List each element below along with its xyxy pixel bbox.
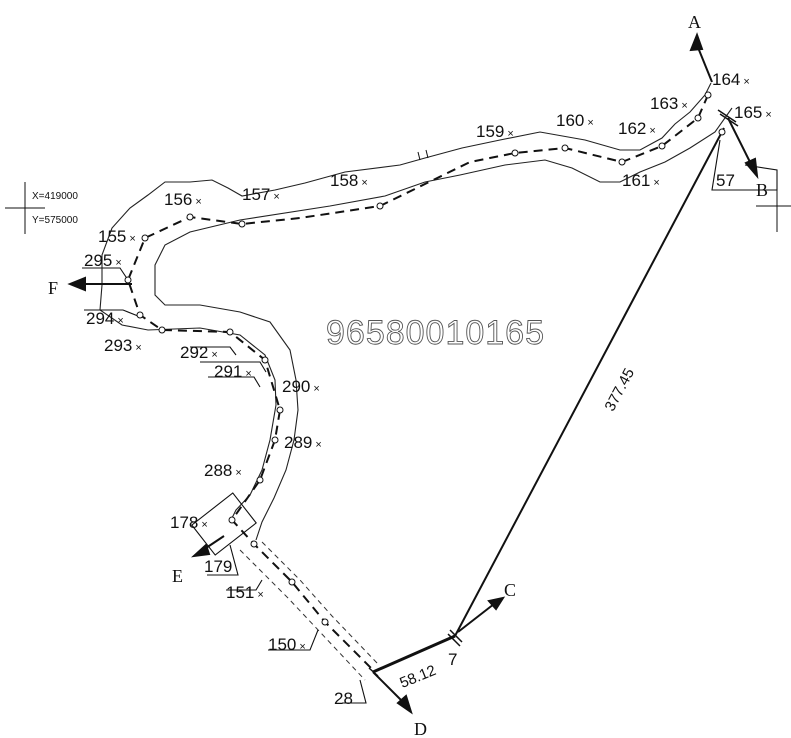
boundary-ticks <box>368 109 739 677</box>
point-158: 158× <box>330 171 368 190</box>
direction-a: A <box>688 12 701 32</box>
watermark-number: 96580010165 <box>326 314 545 352</box>
coord-x-label: X=419000 <box>32 191 78 202</box>
point-164: 164× <box>712 70 750 89</box>
point-293: 293× <box>104 336 142 355</box>
point-288: 288× <box>204 461 242 480</box>
point-294: 294× <box>86 309 124 328</box>
boundary-line-58 <box>372 634 456 674</box>
point-165: 165× <box>734 103 772 122</box>
point-163: 163× <box>650 94 688 113</box>
grid-crosses <box>5 180 791 234</box>
point-labels: 164× 165× 163× 162× 160× 159× 161× 158× … <box>84 70 772 654</box>
point-156: 156× <box>164 190 202 209</box>
road-lower-edge-1 <box>239 549 366 681</box>
direction-c: C <box>504 580 516 600</box>
point-160: 160× <box>556 111 594 130</box>
station-circles <box>124 91 726 626</box>
point-159: 159× <box>476 122 514 141</box>
coord-y-label: Y=575000 <box>32 215 78 226</box>
point-295: 295× <box>84 251 122 270</box>
segment-7-label: 7 <box>448 650 457 669</box>
segment-28-label: 28 <box>334 689 353 708</box>
direction-e: E <box>172 566 183 586</box>
road-notch <box>417 149 429 161</box>
segment-179-label: 179 <box>204 557 232 576</box>
measurement-377: 377.45 <box>601 366 638 415</box>
direction-arrows <box>67 32 759 715</box>
point-292: 292× <box>180 343 218 362</box>
segment-57-label: 57 <box>716 171 735 190</box>
direction-f: F <box>48 278 58 298</box>
point-289: 289× <box>284 433 322 452</box>
road-lower-edge-2 <box>261 541 379 665</box>
direction-b: B <box>756 180 768 200</box>
point-155: 155× <box>98 227 136 246</box>
point-178: 178× <box>170 513 208 532</box>
point-151: 151× <box>226 583 264 602</box>
point-162: 162× <box>618 119 656 138</box>
point-157: 157× <box>242 185 280 204</box>
direction-d: D <box>414 719 427 738</box>
label-boxes <box>82 139 778 704</box>
point-290: 290× <box>282 377 320 396</box>
boundary-line-377 <box>454 127 725 637</box>
measurement-58: 58.12 <box>397 662 438 692</box>
point-161: 161× <box>622 171 660 190</box>
point-291: 291× <box>214 362 252 381</box>
road-inner-boundary <box>154 107 733 541</box>
point-150: 150× <box>268 635 306 654</box>
road-outer-boundary <box>99 82 712 523</box>
